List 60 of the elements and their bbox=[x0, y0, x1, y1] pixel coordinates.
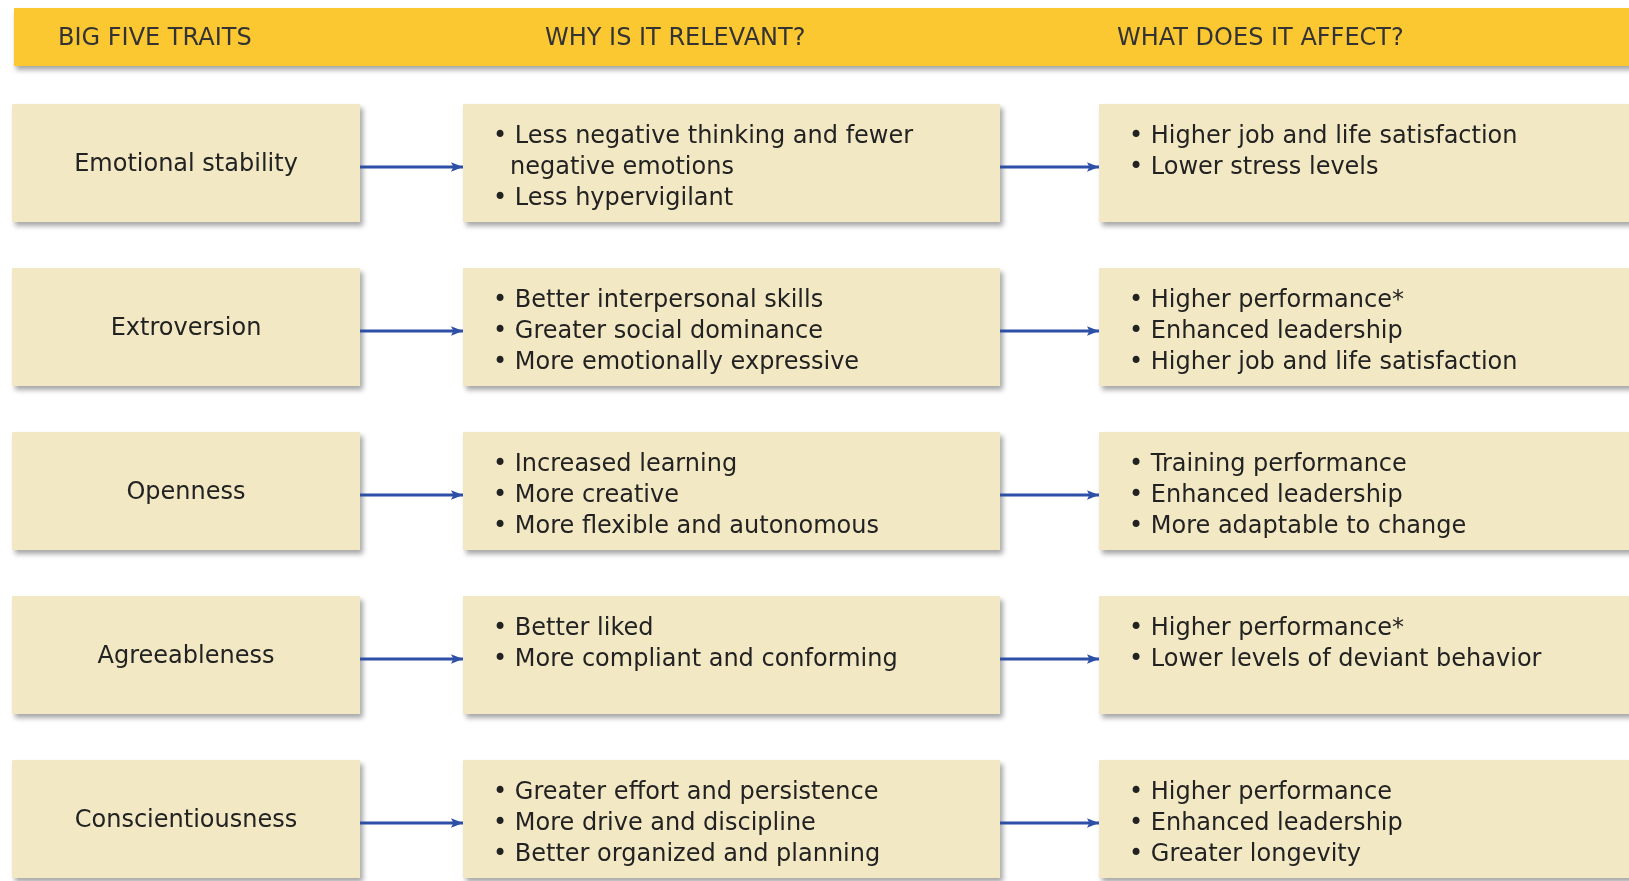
trait-box bbox=[12, 760, 360, 878]
bullet-list-box bbox=[463, 432, 1000, 550]
arrow bbox=[1000, 818, 1099, 828]
bullet-item: • More creative bbox=[493, 479, 680, 510]
bullet-list-box bbox=[1099, 104, 1629, 222]
trait-name: Emotional stability bbox=[74, 149, 298, 177]
bullet-list-box bbox=[463, 268, 1000, 386]
trait-box bbox=[12, 432, 360, 550]
bullet-item: • More adaptable to change bbox=[1129, 510, 1468, 541]
trait-box bbox=[12, 596, 360, 714]
bullet-item: • Greater effort and persistence bbox=[493, 776, 880, 807]
bullet-item: • Lower levels of deviant behavior bbox=[1129, 643, 1543, 674]
trait-name: Conscientiousness bbox=[74, 805, 298, 833]
bullet-list-box bbox=[1099, 596, 1629, 714]
bullet-item: • Greater social dominance bbox=[493, 315, 824, 346]
header-band bbox=[14, 8, 1629, 66]
bullet-list-box bbox=[463, 760, 1000, 878]
bullet-item: • Lower stress levels bbox=[1129, 151, 1380, 182]
bullet-item: • More emotionally expressive bbox=[493, 346, 861, 377]
bullet-item: • Less hypervigilant bbox=[493, 182, 735, 213]
column-heading: WHAT DOES IT AFFECT? bbox=[1117, 22, 1404, 53]
arrow bbox=[360, 818, 463, 828]
trait-name: Extroversion bbox=[110, 313, 262, 341]
trait-name: Agreeableness bbox=[97, 641, 275, 669]
bullet-list-box bbox=[1099, 268, 1629, 386]
arrow bbox=[1000, 162, 1099, 172]
bullet-item: • Greater longevity bbox=[1129, 838, 1362, 869]
trait-box bbox=[12, 104, 360, 222]
bullet-item: • Enhanced leadership bbox=[1129, 479, 1404, 510]
bullet-item: • Increased learning bbox=[493, 448, 739, 479]
arrow bbox=[1000, 490, 1099, 500]
bullet-item: • Higher performance* bbox=[1129, 284, 1405, 315]
bullet-item: • Higher performance* bbox=[1129, 612, 1405, 643]
bullet-list-box bbox=[463, 104, 1000, 222]
bullet-item: • Enhanced leadership bbox=[1129, 315, 1404, 346]
bullet-item: • Higher performance bbox=[1129, 776, 1393, 807]
bullet-item: • Better interpersonal skills bbox=[493, 284, 825, 315]
column-heading: WHY IS IT RELEVANT? bbox=[545, 22, 806, 53]
bullet-list-box bbox=[1099, 760, 1629, 878]
arrow bbox=[360, 162, 463, 172]
bullet-list-box bbox=[1099, 432, 1629, 550]
arrow bbox=[360, 326, 463, 336]
arrow bbox=[360, 490, 463, 500]
bullet-item: • Better organized and planning bbox=[493, 838, 882, 869]
bullet-item: • More drive and discipline bbox=[493, 807, 817, 838]
bullet-item: • Higher job and life satisfaction bbox=[1129, 120, 1519, 151]
arrow bbox=[1000, 654, 1099, 664]
bullet-item: • Less negative thinking and fewer negative emotions bbox=[493, 120, 915, 182]
arrow bbox=[1000, 326, 1099, 336]
bullet-list-box bbox=[463, 596, 1000, 714]
bullet-item: • Training performance bbox=[1129, 448, 1408, 479]
column-heading: BIG FIVE TRAITS bbox=[58, 22, 252, 53]
trait-name: Openness bbox=[126, 477, 246, 505]
arrow bbox=[360, 654, 463, 664]
bullet-item: • More flexible and autonomous bbox=[493, 510, 880, 541]
bullet-item: • Better liked bbox=[493, 612, 655, 643]
bullet-item: • Higher job and life satisfaction bbox=[1129, 346, 1519, 377]
trait-box bbox=[12, 268, 360, 386]
bullet-item: • More compliant and conforming bbox=[493, 643, 899, 674]
bullet-item: • Enhanced leadership bbox=[1129, 807, 1404, 838]
